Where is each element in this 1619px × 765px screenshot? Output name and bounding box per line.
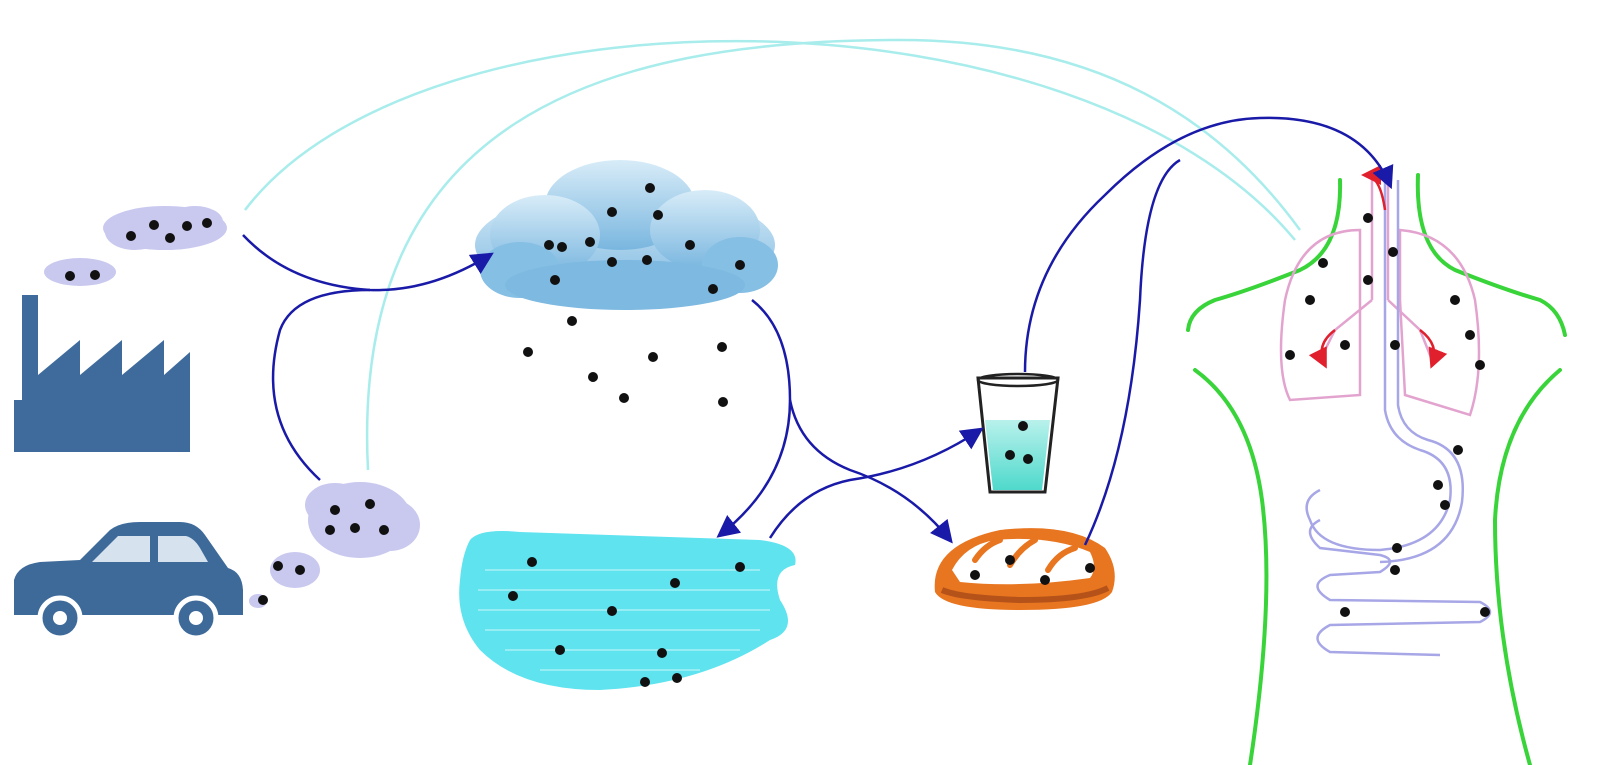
pollutant-particle — [672, 673, 682, 683]
pollutant-particle — [970, 570, 980, 580]
car-icon — [14, 522, 243, 638]
pollutant-particle — [1433, 480, 1443, 490]
pollutant-particle — [508, 591, 518, 601]
arrow-smoke-to-cloud — [243, 235, 490, 290]
pollutant-particle — [523, 347, 533, 357]
pollutant-particle — [1005, 555, 1015, 565]
arrow-bread-to-body — [1085, 160, 1180, 545]
pollutant-particle — [165, 233, 175, 243]
pollutant-particle — [350, 523, 360, 533]
pollutant-particle — [1040, 575, 1050, 585]
pollutant-particle — [685, 240, 695, 250]
pollutant-particle — [607, 606, 617, 616]
arrow-exhaust-to-cloud — [273, 290, 370, 480]
pollutant-particle — [642, 255, 652, 265]
pollutant-particle — [1023, 454, 1033, 464]
pollutant-particle — [1318, 258, 1328, 268]
pathway-arrows — [243, 118, 1390, 545]
pollutant-particle — [1475, 360, 1485, 370]
pollutant-particle — [708, 284, 718, 294]
pollutant-particle — [1018, 421, 1028, 431]
pollutant-particle — [670, 578, 680, 588]
pollutant-particle — [588, 372, 598, 382]
arrow-cloud-to-bread — [790, 400, 950, 540]
pollutant-particle — [1340, 607, 1350, 617]
pollutant-particle — [1363, 213, 1373, 223]
pollutant-particle — [555, 645, 565, 655]
pollutant-particle — [1005, 450, 1015, 460]
pollutant-particle — [258, 595, 268, 605]
pollutant-particle — [1465, 330, 1475, 340]
pollutant-particle — [1363, 275, 1373, 285]
pollutant-particle — [735, 562, 745, 572]
pollutant-particle — [607, 207, 617, 217]
pollutant-particle — [1285, 350, 1295, 360]
exhaust-cloud-icon — [249, 482, 420, 608]
glass-of-water-icon — [978, 374, 1058, 492]
pollutant-particle — [1388, 247, 1398, 257]
pollutant-particle — [640, 677, 650, 687]
pollutant-particle — [527, 557, 537, 567]
pollutant-particle — [619, 393, 629, 403]
pollutant-particle — [365, 499, 375, 509]
pollutant-particle — [330, 505, 340, 515]
pollutant-particle — [202, 218, 212, 228]
rain-cloud-icon — [475, 160, 778, 310]
pollutant-particle — [1340, 340, 1350, 350]
factory-icon — [14, 295, 190, 452]
pollutant-particle — [717, 342, 727, 352]
arrow-cloud-to-water — [720, 300, 790, 535]
pollutant-particle — [718, 397, 728, 407]
pollutant-particle — [1480, 607, 1490, 617]
pollutant-particle — [295, 565, 305, 575]
water-pond-icon — [459, 531, 795, 690]
pollutant-particle — [544, 240, 554, 250]
pollutant-particle — [657, 648, 667, 658]
pollutant-particle — [1450, 295, 1460, 305]
pollutant-particle — [325, 525, 335, 535]
faint-arc-smoke-to-body — [245, 41, 1295, 240]
pollutant-particle — [1305, 295, 1315, 305]
pollutant-particle — [1390, 340, 1400, 350]
pollutant-particle — [90, 270, 100, 280]
pollutant-particle — [585, 237, 595, 247]
pollutant-particle — [645, 183, 655, 193]
pollutant-particle — [65, 271, 75, 281]
pollutant-particle — [1440, 500, 1450, 510]
pollutant-particle — [149, 220, 159, 230]
pollutant-particle — [1392, 543, 1402, 553]
pollutant-particle — [273, 561, 283, 571]
human-torso-icon — [1188, 175, 1565, 765]
pollutant-particle — [1453, 445, 1463, 455]
pollutant-particle — [648, 352, 658, 362]
pollutant-particle — [557, 242, 567, 252]
pollutant-particle — [126, 231, 136, 241]
arrow-glass-to-body — [1025, 118, 1390, 372]
pollutant-particle — [1085, 563, 1095, 573]
pollutant-particle — [182, 221, 192, 231]
pollutant-particle — [653, 210, 663, 220]
pollutant-particle — [607, 257, 617, 267]
arrow-water-to-glass — [770, 430, 980, 538]
pollutant-particle — [567, 316, 577, 326]
pollutant-particle — [735, 260, 745, 270]
pollutant-particle — [1390, 565, 1400, 575]
pollutant-particle — [550, 275, 560, 285]
pollutant-particle — [379, 525, 389, 535]
